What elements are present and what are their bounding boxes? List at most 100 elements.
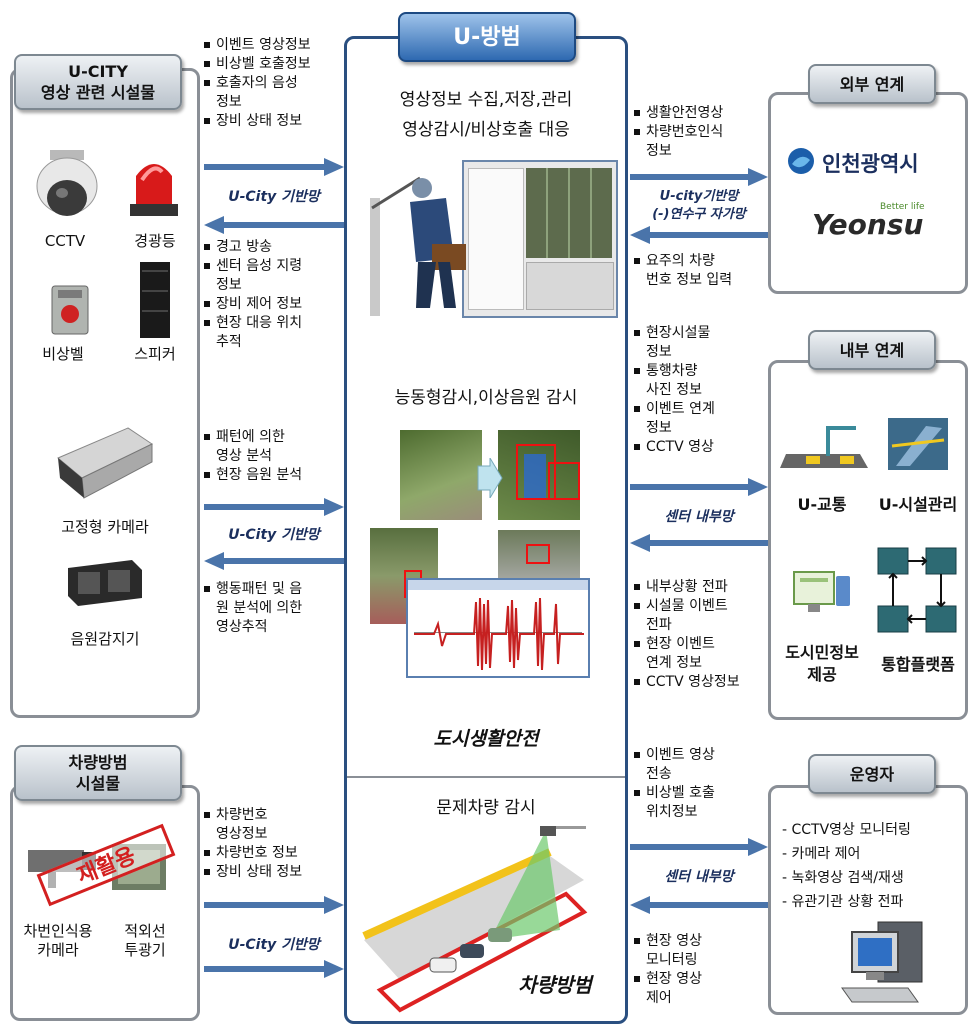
traffic-icon bbox=[780, 426, 868, 468]
r2-in-item: CCTV 영상정보 bbox=[634, 673, 768, 692]
vehicle-title-line1: 차량방범 bbox=[68, 753, 128, 772]
yeonsu-logo: Yeonsu bbox=[812, 208, 924, 241]
facility-map-icon bbox=[888, 418, 948, 470]
r2-out-item: 통행차량 사진 정보 bbox=[634, 362, 768, 400]
operator-duty-2: - 카메라 제어 bbox=[782, 846, 861, 862]
r3-inbound-list: 현장 영상 모니터링 현장 영상 제어 bbox=[634, 932, 768, 1008]
r1-out-item: 생활안전영상 bbox=[634, 104, 768, 123]
l2-inbound-list: 패턴에 의한 영상 분석 현장 음원 분석 bbox=[204, 428, 344, 485]
r2-outbound-list: 현장시설물 정보 통행차량 사진 정보 이벤트 연계 정보 CCTV 영상 bbox=[634, 324, 768, 457]
r3-out-item: 비상벨 호출 위치정보 bbox=[634, 784, 768, 822]
device-label-plate-camera: 차번인식용 카메라 bbox=[23, 922, 93, 959]
center-divider bbox=[347, 776, 625, 778]
incheon-name: 인천광역시 bbox=[822, 152, 919, 176]
r1-in-item: 요주의 차량 번호 정보 입력 bbox=[634, 252, 768, 290]
center-line1: 영상정보 수집,저장,관리 bbox=[399, 90, 573, 110]
l2-right-arrow bbox=[204, 498, 344, 516]
l1-inbound-list: 이벤트 영상정보 비상벨 호출정보 호출자의 음성 정보 장비 상태 정보 bbox=[204, 36, 344, 131]
center-line2: 영상감시/비상호출 대응 bbox=[402, 120, 570, 140]
operator-duty-list: - CCTV영상 모니터링 - 카메라 제어 - 녹화영상 검색/재생 - 유관… bbox=[782, 818, 911, 914]
r3-right-arrow bbox=[630, 838, 768, 856]
r2-in-item: 현장 이벤트 연계 정보 bbox=[634, 635, 768, 673]
r1-right-arrow bbox=[630, 168, 768, 186]
vehicle-crime-label: 차량방범 bbox=[518, 973, 592, 997]
r2-out-item: 현장시설물 정보 bbox=[634, 324, 768, 362]
device-label-infrared: 적외선 투광기 bbox=[124, 922, 166, 959]
l3-network-label: U-City 기반망 bbox=[228, 937, 320, 953]
u-city-title-line2: 영상 관련 시설물 bbox=[40, 83, 156, 102]
internal-link-title: 내부 연계 bbox=[808, 330, 936, 370]
l2-outbound-list: 행동패턴 및 음 원 분석에 의한 영상추적 bbox=[204, 580, 344, 637]
l1-out-item: 경고 방송 bbox=[204, 238, 344, 257]
l1-out-item: 센터 음성 지령 정보 bbox=[204, 257, 344, 295]
incheon-logo-icon bbox=[788, 148, 814, 174]
l2-network-label: U-City 기반망 bbox=[228, 527, 320, 543]
l3-in-item: 차량번호 정보 bbox=[204, 844, 344, 863]
device-label-sound-detector: 음원감지기 bbox=[70, 630, 140, 648]
r2-in-item: 시설물 이벤트 전파 bbox=[634, 597, 768, 635]
operator-title: 운영자 bbox=[808, 754, 936, 794]
l3-inbound-list: 차량번호 영상정보 차량번호 정보 장비 상태 정보 bbox=[204, 806, 344, 882]
r1-outbound-list: 생활안전영상 차량번호인식 정보 bbox=[634, 104, 768, 161]
r3-out-item: 이벤트 영상 전송 bbox=[634, 746, 768, 784]
speaker-icon bbox=[140, 262, 170, 338]
u-city-facilities-title: U-CITY 영상 관련 시설물 bbox=[14, 54, 182, 110]
sound-detector-icon bbox=[68, 560, 142, 606]
operator-duty-1: - CCTV영상 모니터링 bbox=[782, 822, 911, 838]
citizen-info-icon bbox=[793, 571, 850, 612]
l1-in-item: 호출자의 음성 정보 bbox=[204, 74, 344, 112]
r3-outbound-list: 이벤트 영상 전송 비상벨 호출 위치정보 bbox=[634, 746, 768, 822]
external-link-panel bbox=[768, 92, 968, 294]
l1-out-item: 장비 제어 정보 bbox=[204, 295, 344, 314]
l1-left-arrow bbox=[204, 216, 344, 234]
r2-network-label: 센터 내부망 bbox=[664, 509, 734, 525]
l1-in-item: 비상벨 호출정보 bbox=[204, 55, 344, 74]
l3-right-arrow bbox=[204, 896, 344, 914]
l3-in-item: 장비 상태 정보 bbox=[204, 863, 344, 882]
city-safety-label: 도시생활안전 bbox=[433, 728, 539, 750]
r3-network-label: 센터 내부망 bbox=[664, 869, 734, 885]
l2-left-arrow bbox=[204, 552, 344, 570]
l1-network-label: U-City 기반망 bbox=[228, 189, 320, 205]
r1-out-item: 차량번호인식 정보 bbox=[634, 123, 768, 161]
r3-in-item: 현장 영상 제어 bbox=[634, 970, 768, 1008]
audio-waveform-window bbox=[406, 578, 590, 678]
r1-network-label: U-city기반망 (-)연수구 자가망 bbox=[652, 189, 746, 222]
vehicle-facilities-panel bbox=[10, 785, 200, 1021]
device-label-beacon: 경광등 bbox=[134, 232, 176, 250]
r2-in-item: 내부상황 전파 bbox=[634, 578, 768, 597]
u-facility-label: U-시설관리 bbox=[878, 495, 958, 514]
waveform-graph bbox=[414, 597, 584, 671]
l2-out-item: 행동패턴 및 음 원 분석에 의한 영상추적 bbox=[204, 580, 344, 637]
l1-in-item: 장비 상태 정보 bbox=[204, 112, 344, 131]
r1-inbound-list: 요주의 차량 번호 정보 입력 bbox=[634, 252, 768, 290]
l1-out-item: 현장 대응 위치 추적 bbox=[204, 314, 344, 352]
analysis-arrow-icon bbox=[477, 458, 503, 498]
external-link-title: 외부 연계 bbox=[808, 64, 936, 104]
l3-right-arrow-2 bbox=[204, 960, 344, 978]
r2-right-arrow bbox=[630, 478, 768, 496]
operator-duty-3: - 녹화영상 검색/재생 bbox=[782, 870, 904, 886]
u-traffic-label: U-교통 bbox=[797, 495, 847, 514]
r2-inbound-list: 내부상황 전파 시설물 이벤트 전파 현장 이벤트 연계 정보 CCTV 영상정… bbox=[634, 578, 768, 692]
r1-left-arrow bbox=[630, 226, 768, 244]
device-label-fixed-camera: 고정형 카메라 bbox=[61, 518, 149, 536]
u-city-title-line1: U-CITY bbox=[68, 62, 128, 81]
l2-in-item: 현장 음원 분석 bbox=[204, 466, 344, 485]
integrated-platform-label: 통합플랫폼 bbox=[881, 655, 955, 674]
r2-left-arrow bbox=[630, 534, 768, 552]
r2-out-item: 이벤트 연계 정보 bbox=[634, 400, 768, 438]
device-label-speaker: 스피커 bbox=[134, 345, 176, 363]
l1-in-item: 이벤트 영상정보 bbox=[204, 36, 344, 55]
device-label-cctv: CCTV bbox=[44, 232, 86, 250]
device-label-bell: 비상벨 bbox=[42, 345, 84, 363]
vehicle-facilities-title: 차량방범 시설물 bbox=[14, 745, 182, 801]
l2-in-item: 패턴에 의한 영상 분석 bbox=[204, 428, 344, 466]
scene-photo-1 bbox=[400, 430, 482, 520]
emergency-bell-icon bbox=[51, 285, 89, 335]
r2-out-item: CCTV 영상 bbox=[634, 438, 768, 457]
fixed-camera-icon bbox=[57, 427, 154, 499]
r3-left-arrow bbox=[630, 896, 768, 914]
platform-cycle-diagram bbox=[877, 547, 957, 633]
l1-right-arrow bbox=[204, 158, 344, 176]
